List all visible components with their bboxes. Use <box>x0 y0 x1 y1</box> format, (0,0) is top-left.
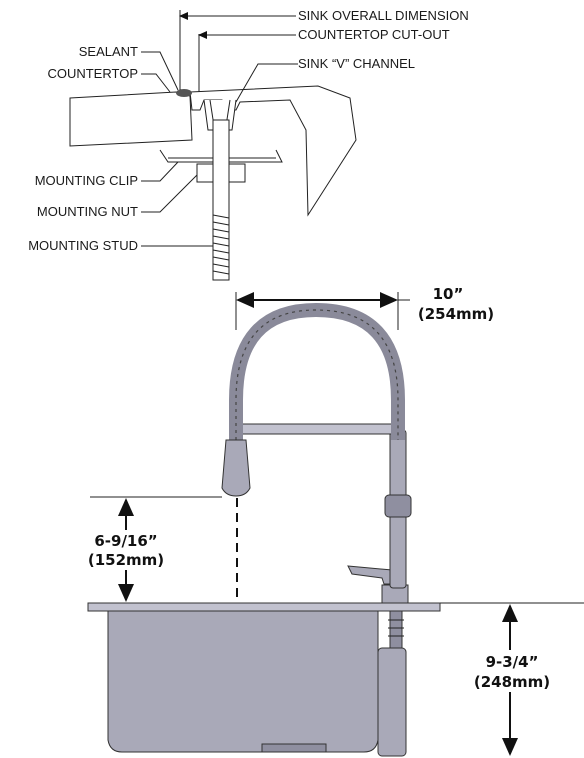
label-sink-overall-dimension: SINK OVERALL DIMENSION <box>298 8 469 23</box>
mounting-detail: SINK OVERALL DIMENSION COUNTERTOP CUT-OU… <box>28 8 469 281</box>
label-mounting-nut: MOUNTING NUT <box>37 204 138 219</box>
soap-dispenser-bottle <box>377 647 407 757</box>
sink-rim <box>87 602 441 612</box>
dim-sink-depth-imperial: 9-3/4” <box>486 653 539 671</box>
spout-arm <box>235 423 397 435</box>
soap-pump <box>347 565 395 585</box>
label-sink-v-channel: SINK “V” CHANNEL <box>298 56 415 71</box>
label-countertop: COUNTERTOP <box>47 66 138 81</box>
sprayer-head <box>221 439 251 497</box>
mounting-stud <box>212 119 230 281</box>
dim-spout-height-imperial: 6-9/16” <box>94 532 157 550</box>
label-mounting-clip: MOUNTING CLIP <box>35 173 138 188</box>
label-countertop-cutout: COUNTERTOP CUT-OUT <box>298 27 450 42</box>
faucet-elevation: 10” (254mm) 6-9/16” (152mm) 9-3/4” (248m… <box>72 285 584 757</box>
dim-sink-depth-metric: (248mm) <box>474 673 550 691</box>
dim-spout-height-metric: (152mm) <box>88 551 164 569</box>
countertop-slab <box>69 91 193 147</box>
sink-drain <box>261 743 327 753</box>
sink-wall-section <box>189 85 357 217</box>
sealant-bead <box>176 89 192 97</box>
label-sealant: SEALANT <box>79 44 138 59</box>
sink-basin <box>107 610 379 753</box>
label-mounting-stud: MOUNTING STUD <box>28 238 138 253</box>
faucet-shank <box>389 610 403 652</box>
dim-width-metric: (254mm) <box>418 305 494 323</box>
dim-width-imperial: 10” <box>433 285 464 303</box>
faucet-handle <box>384 494 412 518</box>
